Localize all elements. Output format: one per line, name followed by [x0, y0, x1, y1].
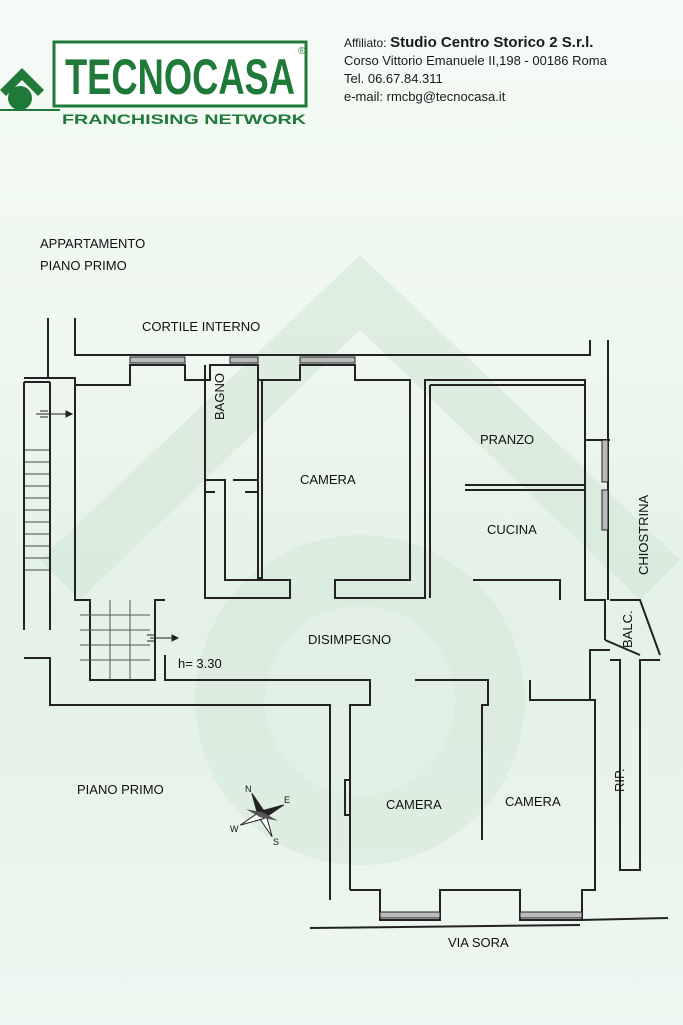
- plan-title-line2: PIANO PRIMO: [40, 258, 127, 273]
- compass-s: S: [273, 837, 279, 847]
- compass-w: W: [230, 824, 239, 834]
- affiliate-address: Corso Vittorio Emanuele II,198 - 00186 R…: [344, 53, 607, 68]
- affiliate-email: e-mail: rmcbg@tecnocasa.it: [344, 89, 506, 104]
- logo-tagline: FRANCHISING NETWORK: [62, 111, 306, 126]
- affiliate-name: Studio Centro Storico 2 S.r.l.: [390, 34, 594, 51]
- room-camera-top: CAMERA: [300, 472, 356, 487]
- compass-e: E: [284, 795, 290, 805]
- room-rip: RIP.: [612, 768, 627, 792]
- room-camera-left: CAMERA: [386, 797, 442, 812]
- logo-word: TECNOCASA: [65, 49, 295, 105]
- registered-mark: ®: [298, 46, 306, 57]
- room-cortile-interno: CORTILE INTERNO: [142, 319, 261, 334]
- entrance-arrow-icon: [36, 410, 180, 642]
- room-bagno: BAGNO: [212, 373, 227, 420]
- compass-n: N: [245, 784, 252, 794]
- street-via-sora: VIA SORA: [448, 935, 509, 950]
- room-pranzo: PRANZO: [480, 432, 535, 447]
- compass-rose-icon: [239, 792, 285, 838]
- affiliate-label: Affiliato:: [344, 36, 387, 50]
- ceiling-height: h= 3.30: [178, 656, 222, 671]
- affiliate-phone: Tel. 06.67.84.311: [344, 71, 443, 86]
- affiliate-info: Affiliato: Studio Centro Storico 2 S.r.l…: [344, 34, 607, 106]
- tecnocasa-logo: TECNOCASA ® FRANCHISING NETWORK: [0, 38, 308, 127]
- room-disimpegno: DISIMPEGNO: [308, 632, 392, 647]
- room-chiostrina: CHIOSTRINA: [636, 494, 651, 575]
- room-piano-primo: PIANO PRIMO: [77, 782, 164, 797]
- room-camera-right: CAMERA: [505, 794, 561, 809]
- plan-title-line1: APPARTAMENTO: [40, 236, 146, 251]
- house-emblem-icon: [0, 68, 44, 110]
- room-balc: BALC.: [620, 610, 635, 648]
- room-cucina: CUCINA: [487, 522, 537, 537]
